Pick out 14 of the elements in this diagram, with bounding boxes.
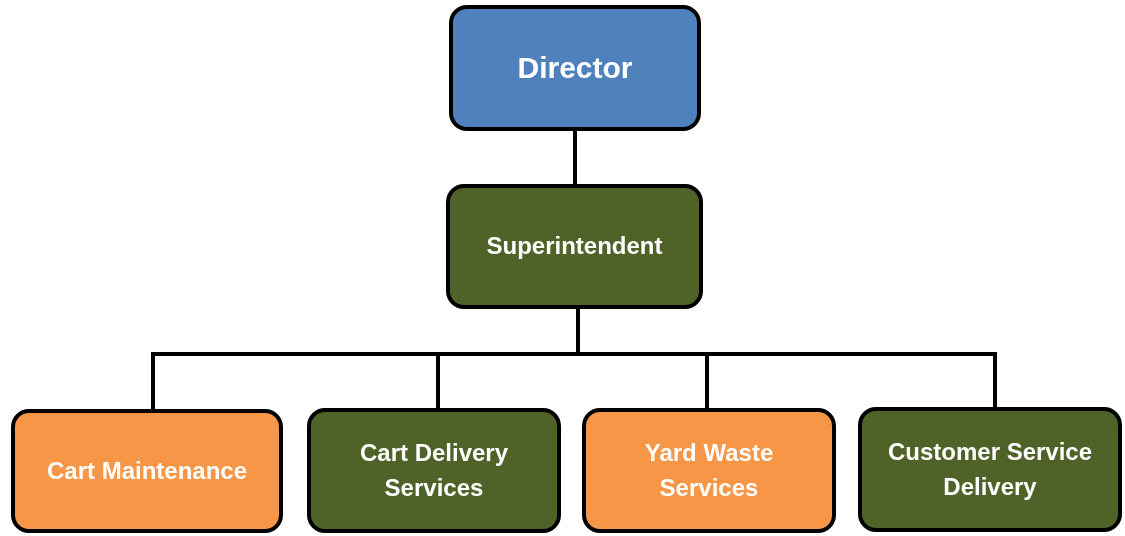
role-title: Yard Waste Services (643, 437, 775, 503)
role-title: Superintendent (486, 231, 663, 262)
org-box (11, 409, 283, 533)
role-title: Customer Service Delivery (886, 436, 1094, 502)
org-box (307, 408, 561, 533)
org-box (446, 184, 703, 309)
connector-line (576, 309, 997, 407)
org-box (582, 408, 836, 533)
role-title: Cart Maintenance (46, 455, 248, 486)
org-box (449, 5, 701, 131)
connector-line (573, 131, 577, 184)
role-title: Director (517, 50, 633, 87)
role-title: Cart Delivery Services (358, 437, 510, 503)
org-box (858, 407, 1122, 532)
